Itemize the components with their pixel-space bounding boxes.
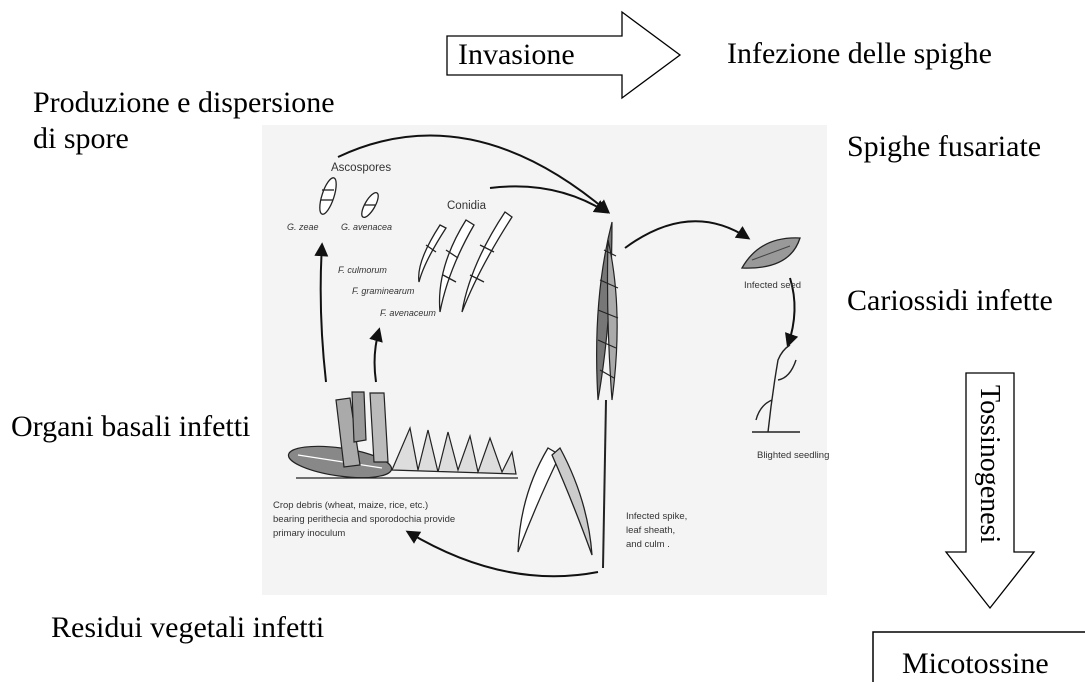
tossinogenesi-label: Tossinogenesi [973, 385, 1005, 543]
infected-spike-line3: and culm . [626, 539, 670, 550]
organi-label: Organi basali infetti [11, 410, 250, 445]
infected-spike-line2: leaf sheath, [626, 525, 675, 536]
infected-spike-line1: Infected spike, [626, 511, 687, 522]
f-graminearum-label: F. graminearum [352, 286, 415, 296]
crop-debris-line2: bearing perithecia and sporodochia provi… [273, 514, 455, 525]
residui-label: Residui vegetali infetti [51, 611, 324, 646]
blighted-seedling-label: Blighted seedling [757, 450, 829, 461]
f-culmorum-label: F. culmorum [338, 265, 387, 275]
crop-debris-line3: primary inoculum [273, 528, 345, 539]
spighe-label: Spighe fusariate [847, 130, 1041, 165]
infected-seed-label: Infected seed [744, 280, 801, 291]
produzione-label-line1: Produzione e dispersione [33, 86, 335, 121]
produzione-label-line2: di spore [33, 122, 129, 157]
micotossine-label: Micotossine [902, 647, 1049, 682]
conidia-label: Conidia [447, 200, 487, 212]
ascospores-label: Ascospores [331, 162, 391, 174]
crop-debris-line1: Crop debris (wheat, maize, rice, etc.) [273, 500, 428, 511]
infezione-label: Infezione delle spighe [727, 37, 992, 72]
cariossidi-label: Cariossidi infette [847, 284, 1053, 319]
f-avenaceum-label: F. avenaceum [380, 308, 436, 318]
g-avenacea-label: G. avenacea [341, 222, 392, 232]
invasione-label: Invasione [458, 38, 575, 72]
g-zeae-label: G. zeae [287, 222, 319, 232]
